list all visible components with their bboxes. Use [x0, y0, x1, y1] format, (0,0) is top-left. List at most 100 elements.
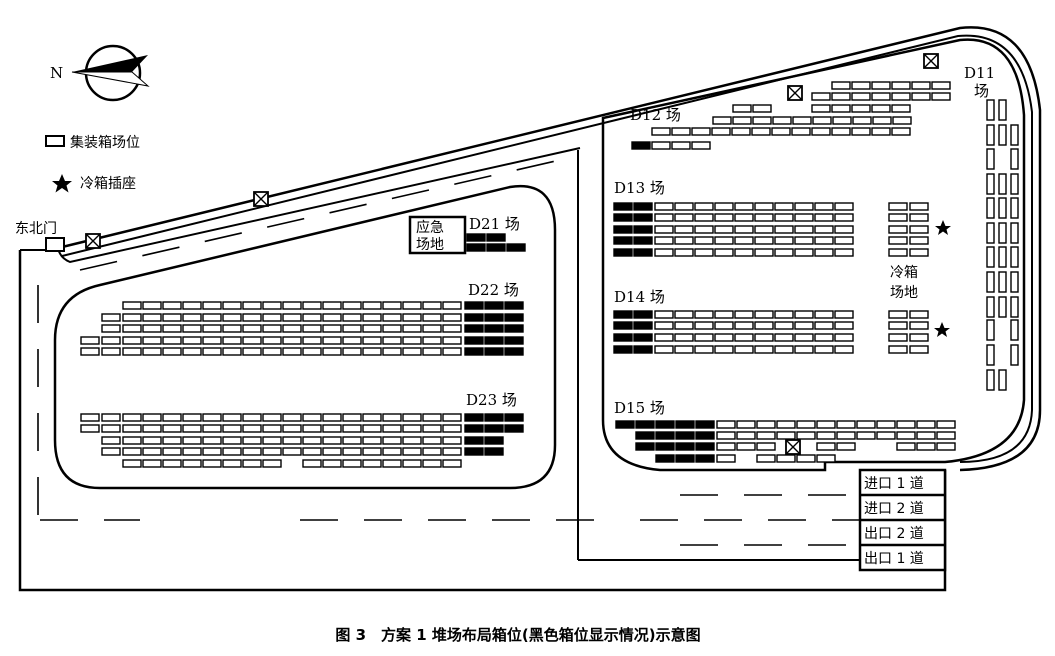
container-slot — [694, 202, 714, 211]
container-slot — [142, 324, 162, 333]
cameras — [85, 53, 939, 455]
lane-label: 出口 1 道 — [864, 551, 924, 567]
container-slot — [674, 225, 694, 234]
container-slot — [654, 321, 674, 330]
container-slot — [162, 447, 182, 456]
container-slot — [794, 333, 814, 342]
container-slot — [998, 271, 1007, 293]
container-slot — [262, 301, 282, 310]
container-slot — [734, 310, 754, 319]
container-slot — [122, 413, 142, 422]
occupied-container-slot — [504, 336, 524, 345]
container-slot — [834, 213, 854, 222]
container-slot — [691, 141, 711, 150]
occupied-container-slot — [464, 313, 484, 322]
container-slot — [888, 310, 908, 319]
container-slot — [986, 344, 995, 366]
container-slot — [732, 116, 752, 125]
container-slot — [342, 459, 362, 468]
container-slot — [654, 248, 674, 257]
container-slot — [754, 345, 774, 354]
container-slot — [876, 431, 896, 440]
container-slot — [142, 347, 162, 356]
container-slot — [916, 431, 936, 440]
container-slot — [162, 313, 182, 322]
container-slot — [322, 436, 342, 445]
container-slot — [322, 413, 342, 422]
container-slot — [422, 459, 442, 468]
container-slot — [282, 424, 302, 433]
container-slot — [202, 424, 222, 433]
container-slot — [262, 424, 282, 433]
container-slot — [811, 104, 831, 113]
figure-caption: 图 3 方案 1 堆场布局箱位(黑色箱位显示情况)示意图 — [335, 626, 700, 644]
container-slot — [202, 336, 222, 345]
container-slot — [362, 313, 382, 322]
container-slot — [712, 116, 732, 125]
container-slot — [182, 313, 202, 322]
occupied-container-slot — [484, 413, 504, 422]
occupied-container-slot — [504, 424, 524, 433]
container-slot — [674, 213, 694, 222]
container-slot — [162, 301, 182, 310]
container-slot — [774, 310, 794, 319]
compass-icon: N — [50, 44, 150, 102]
occupied-container-slot — [633, 321, 653, 330]
container-slot — [262, 313, 282, 322]
container-slot-legend-icon — [45, 135, 65, 147]
container-slot — [302, 336, 322, 345]
container-slot — [442, 424, 462, 433]
container-slot — [674, 333, 694, 342]
container-slot — [911, 92, 931, 101]
container-slot — [422, 301, 442, 310]
container-slot — [814, 236, 834, 245]
occupied-container-slot — [615, 420, 635, 429]
container-slot — [342, 424, 362, 433]
container-slot — [262, 347, 282, 356]
container-slot — [222, 336, 242, 345]
container-slot — [122, 447, 142, 456]
container-slot — [891, 127, 911, 136]
occupied-container-slot — [484, 336, 504, 345]
yard-label-d15: D15 场 — [614, 399, 665, 417]
container-slot — [791, 127, 811, 136]
container-slot — [888, 236, 908, 245]
occupied-container-slot — [631, 141, 651, 150]
container-slot — [814, 321, 834, 330]
container-slot — [182, 459, 202, 468]
occupied-container-slot — [504, 301, 524, 310]
container-slot — [891, 104, 911, 113]
container-slot — [422, 424, 442, 433]
container-slot — [794, 225, 814, 234]
container-slot — [342, 336, 362, 345]
container-slot — [816, 454, 836, 463]
container-slot — [814, 202, 834, 211]
container-slot — [986, 296, 995, 318]
container-slot — [342, 324, 362, 333]
container-slot — [998, 197, 1007, 219]
occupied-container-slot — [613, 202, 633, 211]
container-slot — [101, 313, 121, 322]
camera-icon — [785, 439, 801, 455]
container-slot — [122, 313, 142, 322]
container-slot — [182, 324, 202, 333]
container-slot — [794, 202, 814, 211]
container-slot — [834, 225, 854, 234]
container-slot — [651, 127, 671, 136]
container-slot — [202, 413, 222, 422]
container-slot — [986, 124, 995, 146]
legend-container-slot: 集装箱场位 — [70, 134, 140, 151]
legend: 集装箱场位 冷箱插座 — [45, 134, 140, 193]
container-slot — [162, 459, 182, 468]
container-slot — [382, 436, 402, 445]
container-slot — [142, 424, 162, 433]
container-slot — [732, 104, 752, 113]
container-slot — [242, 459, 262, 468]
container-slot — [916, 442, 936, 451]
container-slot — [242, 424, 262, 433]
container-slot — [282, 413, 302, 422]
occupied-container-slot — [633, 213, 653, 222]
container-slot — [122, 336, 142, 345]
camera-icon — [85, 233, 101, 249]
occupied-container-slot — [504, 413, 524, 422]
